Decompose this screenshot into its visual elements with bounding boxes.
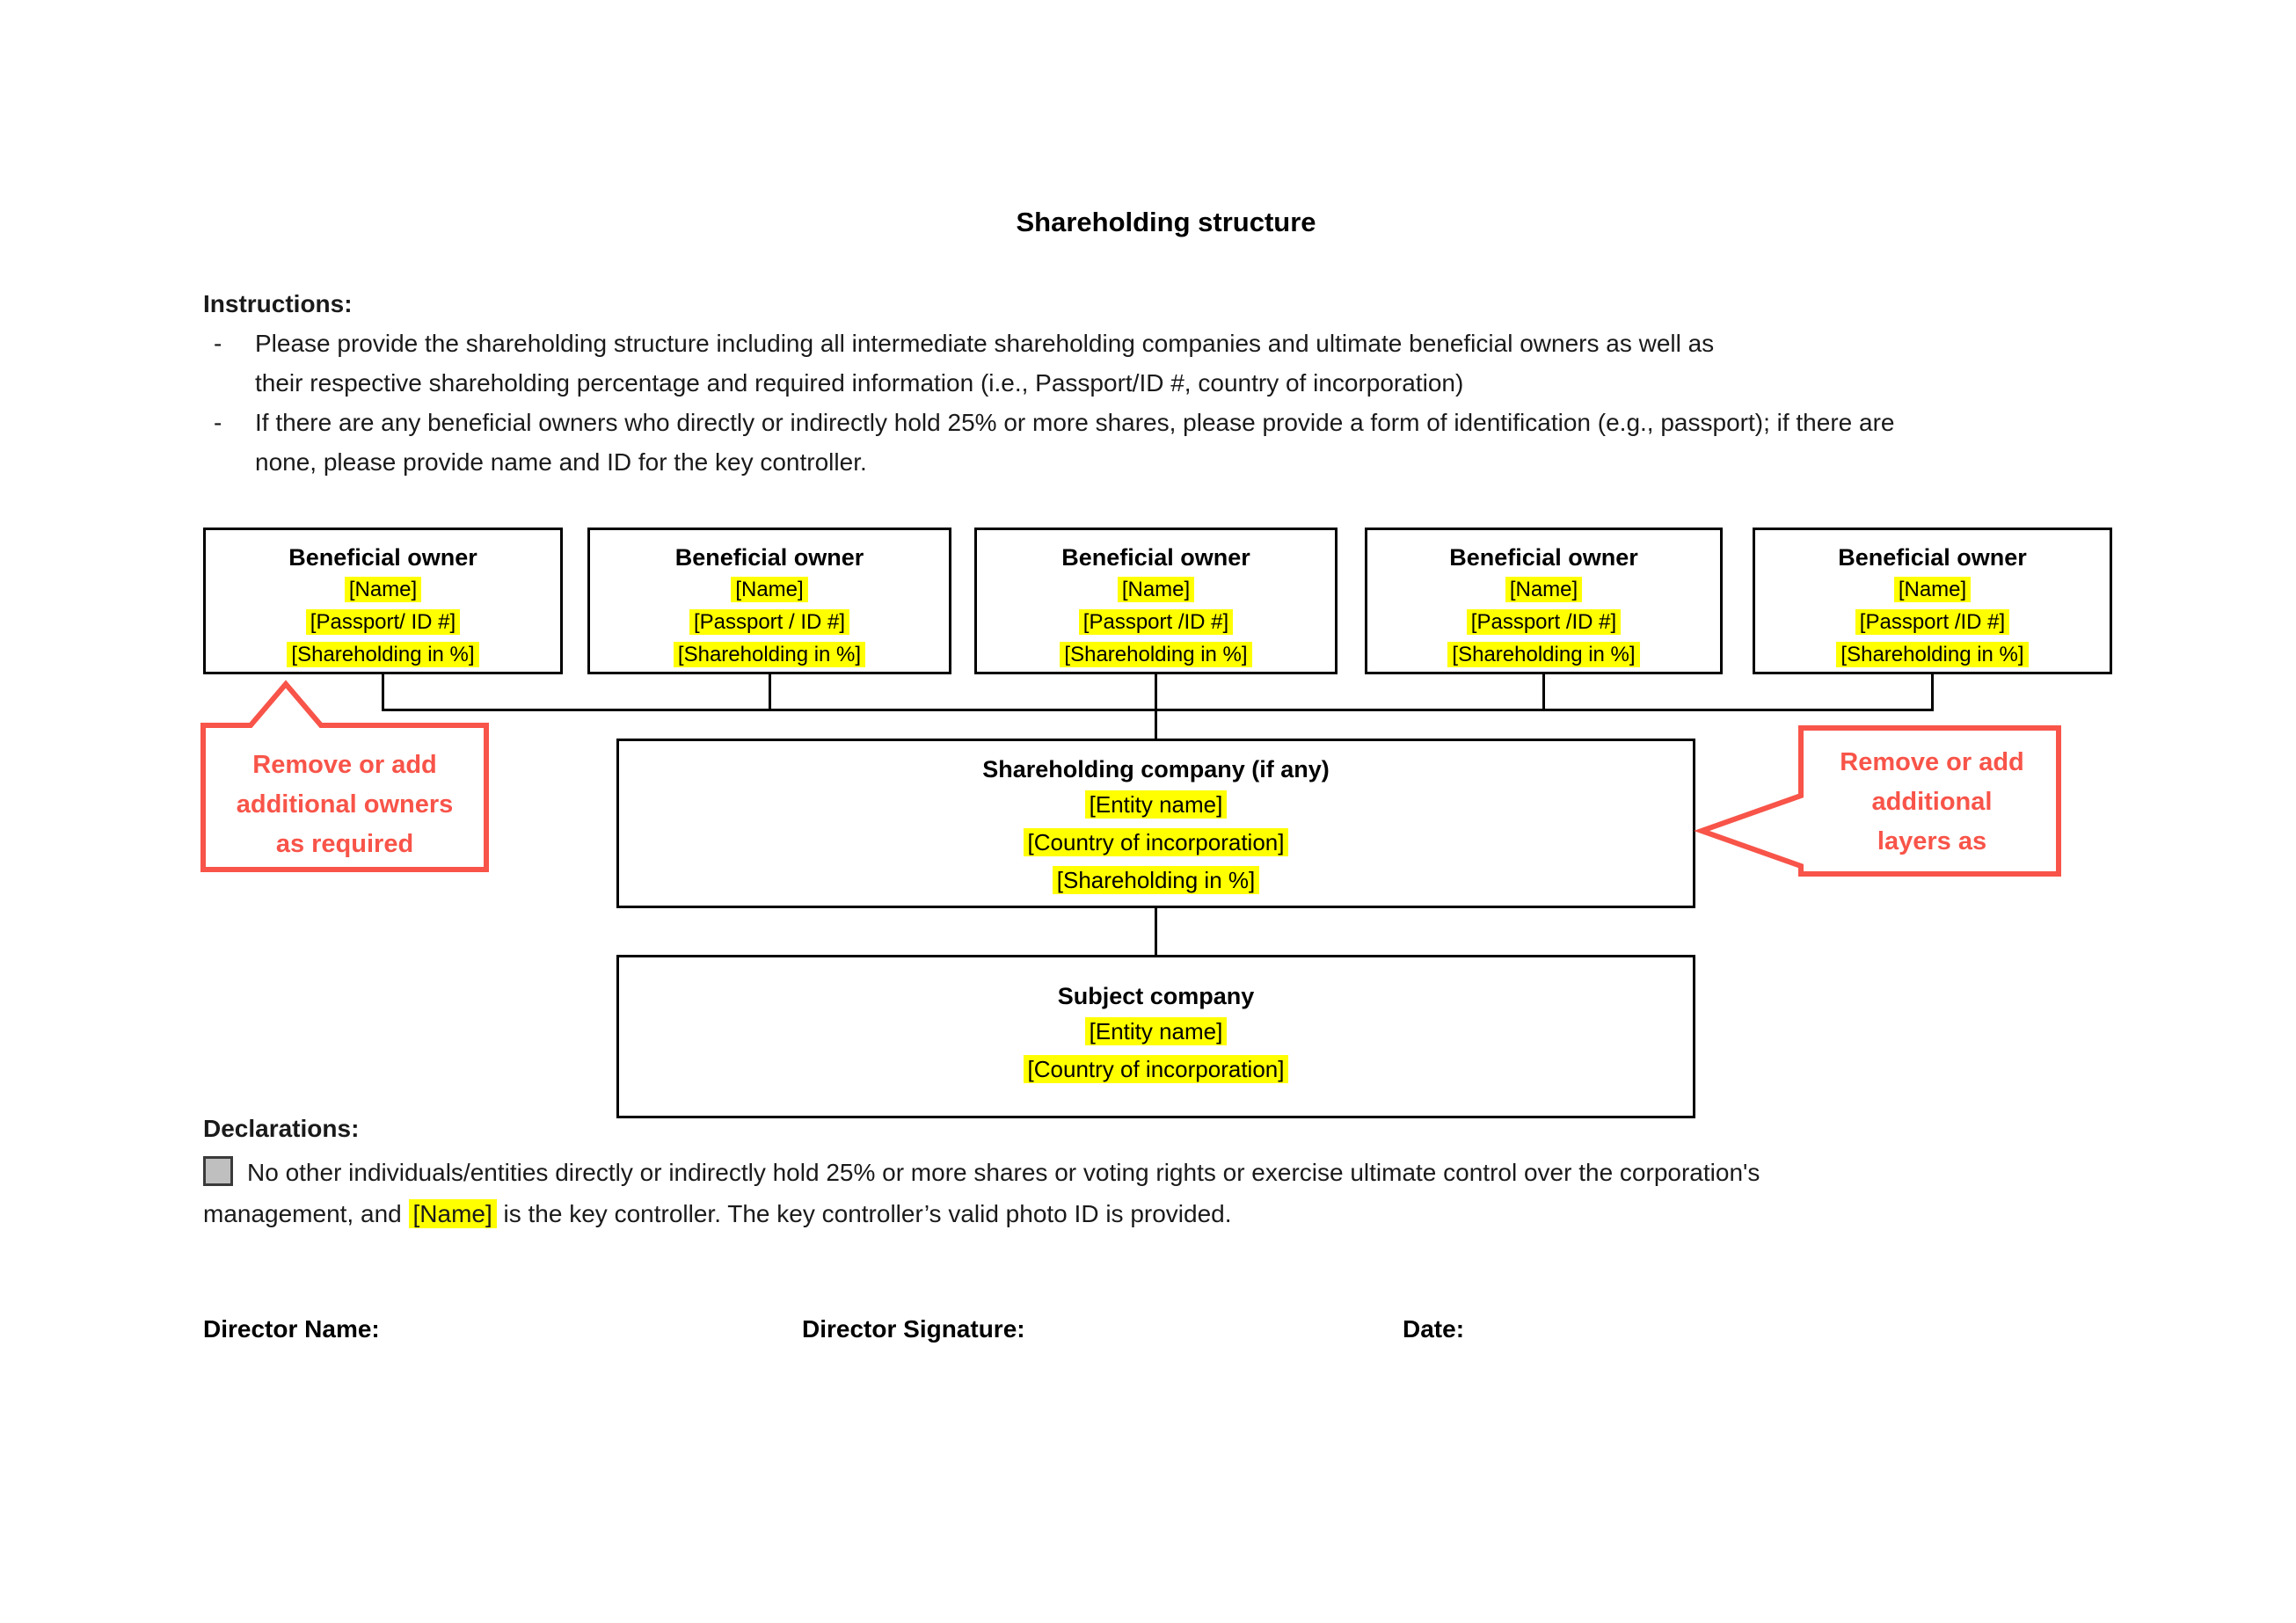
shareholding-company-box: Shareholding company (if any) [Entity na… (616, 739, 1695, 908)
instruction-bullet-2-text: If there are any beneficial owners who d… (255, 403, 2208, 482)
instruction-line: Please provide the shareholding structur… (255, 330, 1715, 357)
instruction-line: If there are any beneficial owners who d… (255, 409, 1895, 436)
connector-line (382, 709, 1934, 711)
key-controller-name-placeholder[interactable]: [Name] (408, 1199, 497, 1228)
layers-callout-shape (1694, 725, 2061, 877)
owner-id-placeholder[interactable]: [Passport/ ID #] (305, 609, 461, 635)
country-placeholder[interactable]: [Country of incorporation] (1023, 1055, 1289, 1083)
beneficial-owner-box-1: Beneficial owner [Name] [Passport/ ID #]… (203, 528, 563, 674)
owner-name-placeholder[interactable]: [Name] (1505, 577, 1583, 602)
connector-line (769, 674, 771, 709)
instruction-bullet-2: - If there are any beneficial owners who… (203, 403, 2208, 482)
declaration-checkbox[interactable] (203, 1156, 233, 1186)
instructions-heading: Instructions: (203, 290, 353, 317)
owner-id-placeholder[interactable]: [Passport /ID #] (1466, 609, 1622, 635)
beneficial-owner-box-2: Beneficial owner [Name] [Passport / ID #… (587, 528, 951, 674)
instruction-bullet-1-text: Please provide the shareholding structur… (255, 324, 2208, 403)
declaration-text-line2: management, and (203, 1200, 409, 1227)
declarations-heading: Declarations: (203, 1115, 360, 1142)
beneficial-owner-box-5: Beneficial owner [Name] [Passport /ID #]… (1753, 528, 2112, 674)
shareholding-company-title: Shareholding company (if any) (982, 756, 1330, 782)
connector-line (382, 674, 384, 709)
instructions-section: Instructions: - Please provide the share… (203, 285, 2208, 482)
owner-box-title: Beneficial owner (1449, 544, 1638, 571)
owner-shareholding-placeholder[interactable]: [Shareholding in %] (1060, 642, 1252, 667)
instruction-line: none, please provide name and ID for the… (255, 448, 867, 476)
declaration-text-line2-end: is the key controller. The key controlle… (496, 1200, 1232, 1227)
subject-company-title: Subject company (1057, 983, 1255, 1009)
shareholding-placeholder[interactable]: [Shareholding in %] (1052, 866, 1260, 894)
layers-callout-text: Remove or add additional layers as (1805, 743, 2059, 862)
bullet-marker: - (214, 330, 222, 357)
owner-box-title: Beneficial owner (1061, 544, 1250, 571)
callout-line: Remove or add (252, 751, 437, 779)
owner-name-placeholder[interactable]: [Name] (731, 577, 808, 602)
owner-id-placeholder[interactable]: [Passport /ID #] (1078, 609, 1234, 635)
callout-line: additional (1871, 788, 1993, 816)
bullet-marker: - (214, 409, 222, 436)
owner-name-placeholder[interactable]: [Name] (1117, 577, 1195, 602)
connector-line (1931, 674, 1934, 709)
declaration-text-line1: No other individuals/entities directly o… (247, 1159, 1760, 1186)
callout-line: as required (275, 830, 414, 858)
callout-line: Remove or add (1840, 748, 2024, 776)
owner-name-placeholder[interactable]: [Name] (1893, 577, 1972, 602)
date-label: Date: (1403, 1315, 1465, 1343)
owner-shareholding-placeholder[interactable]: [Shareholding in %] (287, 642, 479, 667)
callout-line: additional owners (236, 790, 454, 819)
owner-box-title: Beneficial owner (288, 544, 477, 571)
director-signature-label: Director Signature: (802, 1315, 1025, 1343)
connector-line (1542, 674, 1545, 709)
callout-line: layers as (1877, 827, 1987, 855)
director-name-label: Director Name: (203, 1315, 380, 1343)
owner-id-placeholder[interactable]: [Passport /ID #] (1855, 609, 2010, 635)
entity-name-placeholder[interactable]: [Entity name] (1084, 790, 1228, 819)
declaration-paragraph: No other individuals/entities directly o… (203, 1152, 2164, 1234)
page-title: Shareholding structure (1016, 207, 1316, 237)
owner-box-title: Beneficial owner (1838, 544, 2027, 571)
entity-name-placeholder[interactable]: [Entity name] (1084, 1017, 1228, 1045)
owners-callout-shape (200, 680, 489, 872)
instruction-bullet-1: - Please provide the shareholding struct… (203, 324, 2208, 403)
owner-name-placeholder[interactable]: [Name] (344, 577, 422, 602)
connector-line (1155, 908, 1157, 955)
subject-company-box: Subject company [Entity name] [Country o… (616, 955, 1695, 1118)
beneficial-owner-box-3: Beneficial owner [Name] [Passport /ID #]… (974, 528, 1338, 674)
owner-shareholding-placeholder[interactable]: [Shareholding in %] (673, 642, 866, 667)
country-placeholder[interactable]: [Country of incorporation] (1023, 828, 1289, 856)
owners-callout-text: Remove or add additional owners as requi… (208, 746, 481, 864)
instruction-line: their respective shareholding percentage… (255, 369, 1464, 397)
owner-id-placeholder[interactable]: [Passport / ID #] (689, 609, 850, 635)
connector-line (1155, 674, 1157, 709)
connector-line (1155, 709, 1157, 739)
owner-shareholding-placeholder[interactable]: [Shareholding in %] (1447, 642, 1640, 667)
owner-box-title: Beneficial owner (674, 544, 864, 571)
owner-shareholding-placeholder[interactable]: [Shareholding in %] (1836, 642, 2029, 667)
beneficial-owner-box-4: Beneficial owner [Name] [Passport /ID #]… (1365, 528, 1723, 674)
